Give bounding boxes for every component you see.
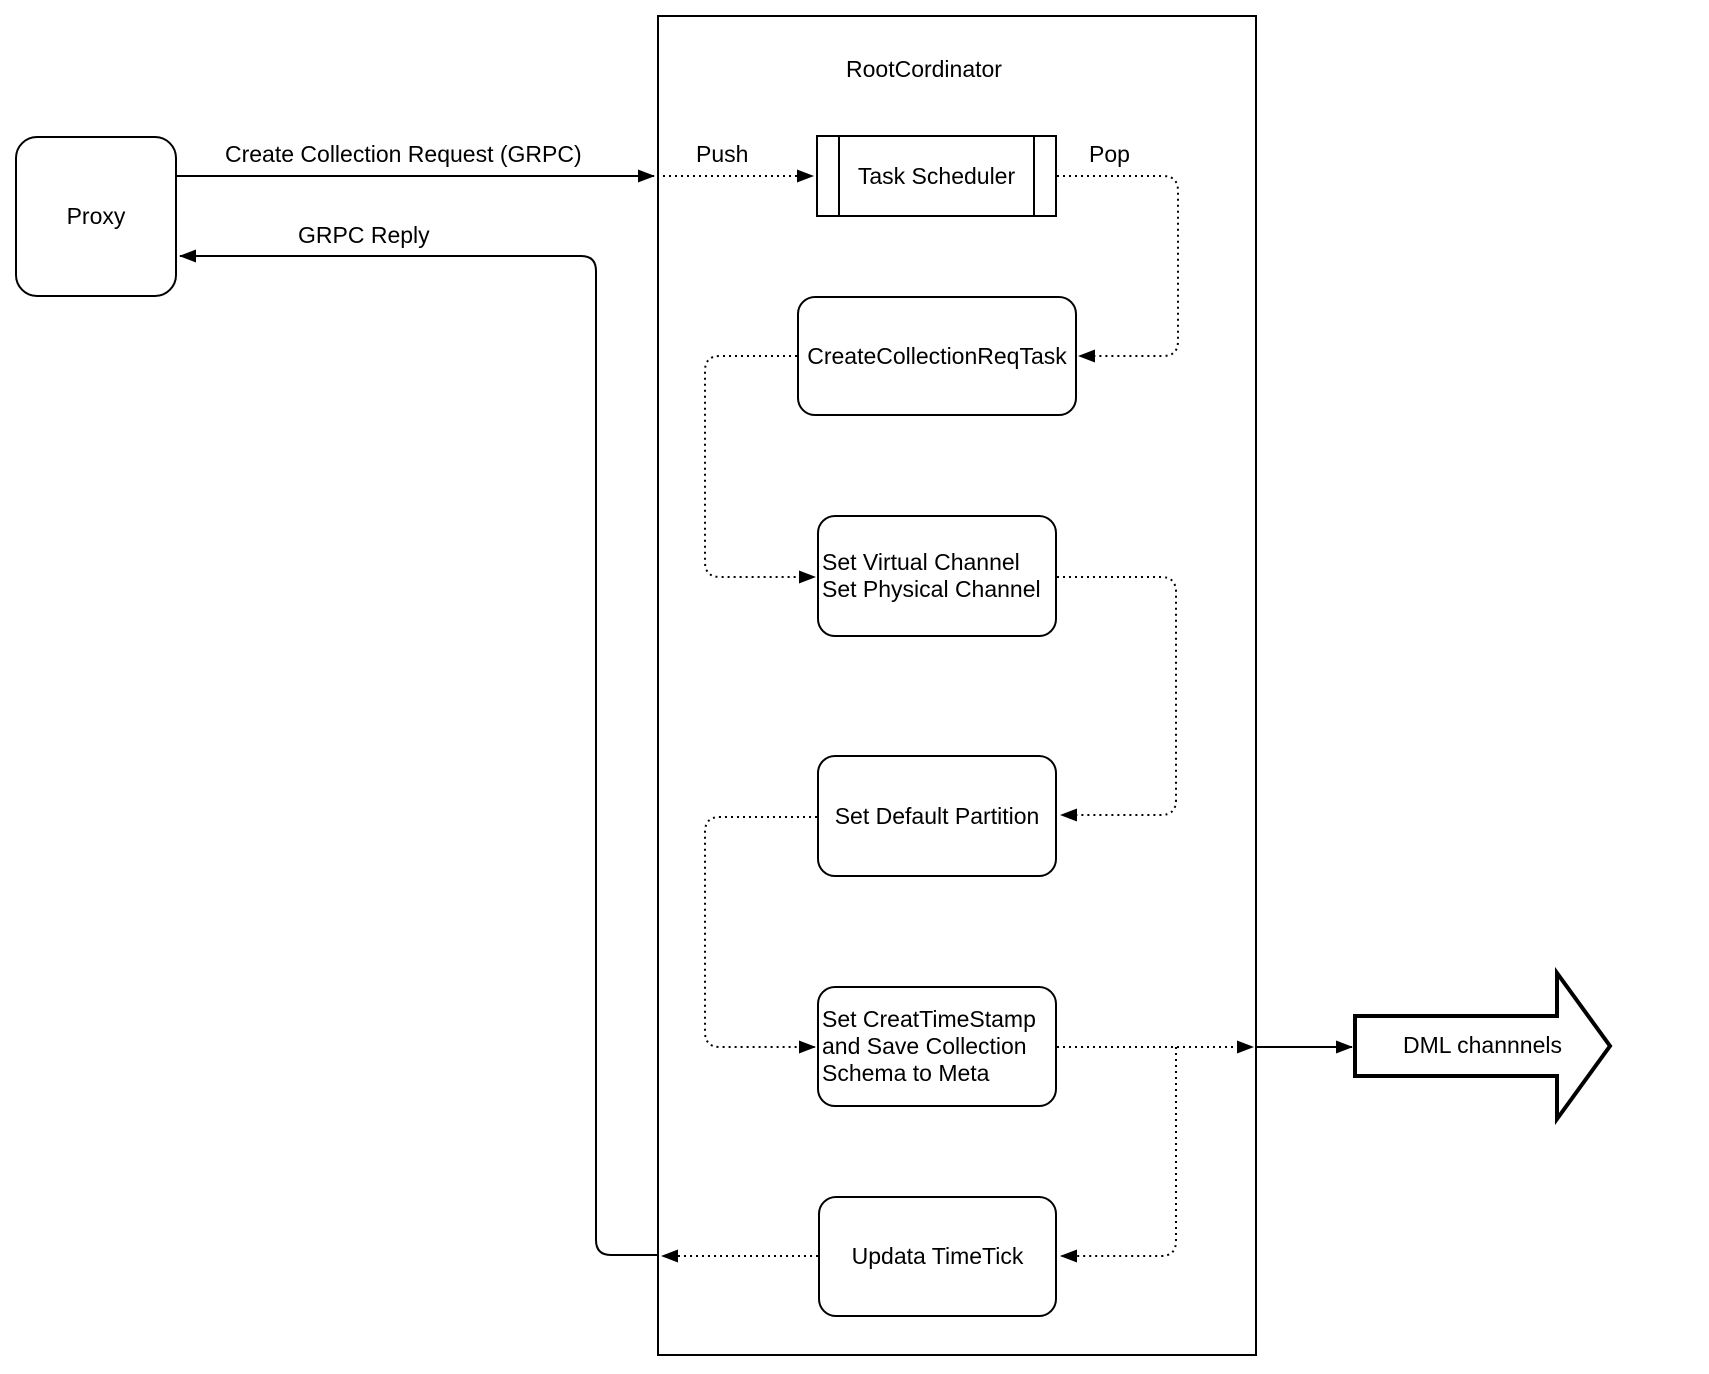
- edge-defaultpartition-to-creattimestamp: [704, 816, 817, 1054]
- updata-timetick-label: Updata TimeTick: [851, 1243, 1024, 1269]
- set-default-partition-label: Set Default Partition: [834, 802, 1040, 829]
- set-virtual-channel-line: Set Virtual Channel: [822, 549, 1020, 575]
- pop-label: Pop: [1089, 141, 1130, 167]
- grpc-reply-label: GRPC Reply: [298, 222, 430, 248]
- set-creat-timestamp-node: Set CreatTimeStamp and Save Collection S…: [817, 986, 1057, 1107]
- set-physical-channel-line: Set Physical Channel: [822, 576, 1041, 602]
- rootcordinator-title: RootCordinator: [846, 56, 1002, 82]
- set-channels-node: Set Virtual Channel Set Physical Channel: [817, 515, 1057, 637]
- create-collection-req-task-label: CreateCollectionReqTask: [807, 342, 1067, 369]
- edge-pop: [1057, 175, 1179, 363]
- updata-timetick-node: Updata TimeTick: [818, 1196, 1057, 1317]
- rootcordinator-container: [657, 15, 1257, 1356]
- task-scheduler-left-bar: [838, 137, 840, 215]
- dml-channels-label: DML channnels: [1403, 1032, 1562, 1058]
- set-creat-timestamp-line3: Schema to Meta: [822, 1060, 990, 1086]
- push-label: Push: [696, 141, 749, 167]
- set-creat-timestamp-line1: Set CreatTimeStamp: [822, 1006, 1036, 1032]
- dml-channels-arrow-shape: [1353, 966, 1613, 1126]
- create-collection-req-task-node: CreateCollectionReqTask: [797, 296, 1077, 416]
- create-collection-request-label: Create Collection Request (GRPC): [225, 141, 582, 167]
- edge-grpc-reply: [179, 249, 657, 1256]
- proxy-label: Proxy: [66, 203, 126, 229]
- task-scheduler-label: Task Scheduler: [857, 162, 1016, 189]
- task-scheduler-node: Task Scheduler: [816, 135, 1057, 217]
- proxy-node: Proxy: [15, 136, 177, 297]
- set-default-partition-node: Set Default Partition: [817, 755, 1057, 877]
- set-creat-timestamp-line2: and Save Collection: [822, 1033, 1027, 1059]
- task-scheduler-right-bar: [1033, 137, 1035, 215]
- edge-setchannels-to-defaultpartition: [1057, 576, 1177, 822]
